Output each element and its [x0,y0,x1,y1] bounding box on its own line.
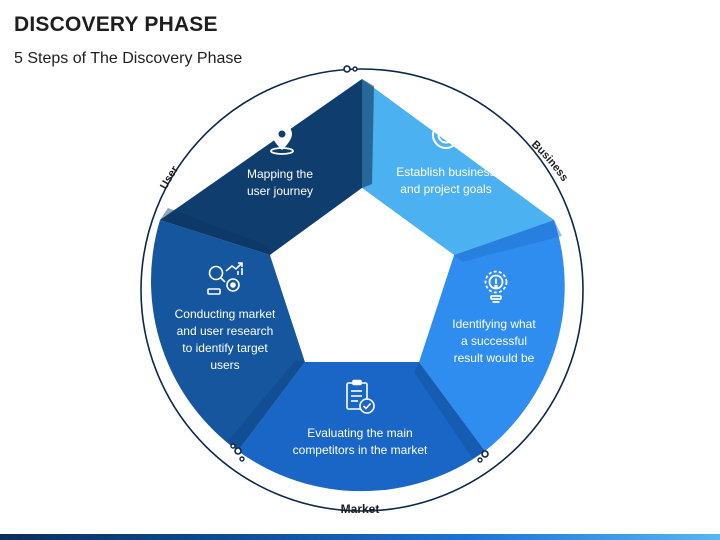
step-4-line-1: Evaluating the main [307,426,412,440]
ring-label-business: Business [529,138,570,183]
step-5-line-4: users [210,358,239,372]
step-text-5: Conducting market and user research to i… [175,307,276,372]
step-3-line-2: a successful [461,334,527,348]
step-text-2: Establish business and project goals [396,165,495,196]
ring-marker [230,65,489,463]
step-1-line-1: Mapping the [247,167,313,181]
segment-shadow [414,362,485,458]
bottom-accent-bar [0,534,720,540]
step-text-1: Mapping the user journey [247,167,313,198]
segment-shadow [454,220,562,262]
target-icon [432,117,464,149]
step-1-line-2: user journey [247,184,313,198]
step-5-line-3: to identify target [182,341,268,355]
step-3-line-1: Identifying what [452,317,536,331]
page-title: DISCOVERY PHASE [14,13,218,36]
location-pin-icon [270,124,294,155]
step-segment-5[interactable] [151,220,305,451]
step-5-line-2: and user research [177,324,274,338]
outer-ring [140,68,584,512]
step-text-3: Identifying what a successful result wou… [452,317,536,365]
step-segment-3[interactable] [419,220,565,451]
step-4-line-2: competitors in the market [293,443,428,457]
checklist-icon [346,379,375,414]
step-segment-4[interactable] [238,362,485,492]
research-icon [207,262,243,295]
page-subtitle: 5 Steps of The Discovery Phase [14,50,243,67]
lightbulb-icon [484,270,508,303]
ring-label-market: Market [341,502,380,516]
step-text-4: Evaluating the main competitors in the m… [293,426,428,457]
step-segment-1[interactable] [160,79,362,255]
step-2-line-1: Establish business [396,165,495,179]
segment-shadow [160,208,270,255]
step-5-line-1: Conducting market [175,307,276,321]
segment-shadow [228,360,305,451]
step-segment-2[interactable] [362,79,554,255]
center-pentagon [270,188,454,362]
segment-shadow [362,79,374,188]
step-3-line-3: result would be [454,351,535,365]
step-2-line-2: and project goals [400,182,491,196]
